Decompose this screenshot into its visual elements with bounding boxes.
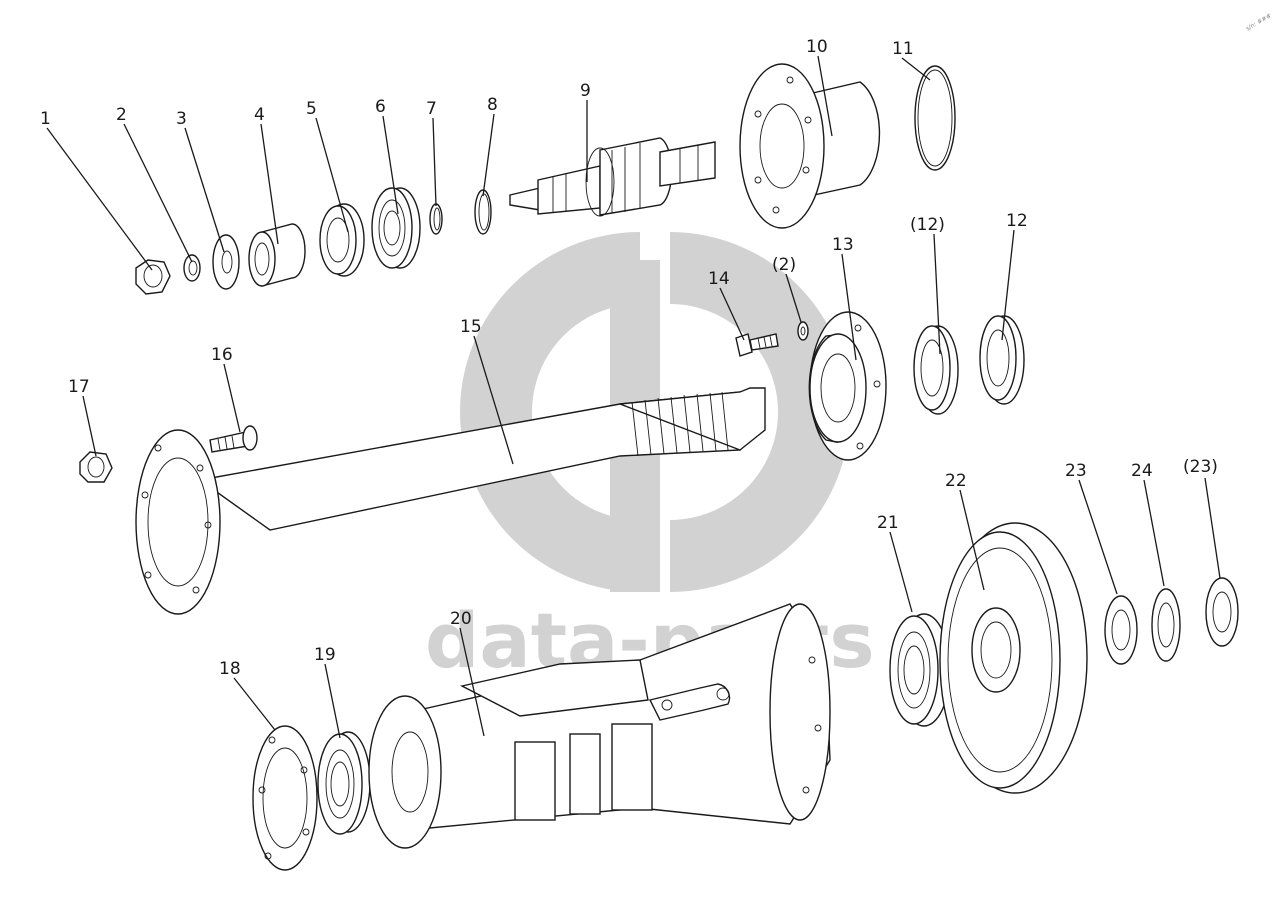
callout-21: 21 <box>877 513 899 533</box>
part-7-ring <box>429 203 443 235</box>
part-20-axle-housing <box>368 603 831 849</box>
part-9-splined-shaft <box>509 137 716 217</box>
part-18-gasket <box>252 725 318 871</box>
part-8-snap-ring <box>474 189 492 235</box>
callout-20: 20 <box>450 609 472 629</box>
part-13-bearing-housing <box>808 311 887 461</box>
callout-16: 16 <box>211 345 233 365</box>
part-21-bearing <box>889 613 951 727</box>
part-4-spacer <box>248 223 306 287</box>
callout-18: 18 <box>219 659 241 679</box>
callout-3: 3 <box>176 109 187 129</box>
callout-8: 8 <box>487 95 498 115</box>
callout-2-alt: (2) <box>772 255 796 275</box>
corner-mark: s/n: ### <box>1245 12 1273 32</box>
part-5-bearing-ring <box>319 203 365 277</box>
callout-9: 9 <box>580 81 591 101</box>
part-14-bolt <box>735 333 779 357</box>
part-3-washer <box>212 234 240 290</box>
part-10-flange-housing <box>739 63 881 229</box>
part-11-o-ring <box>914 65 956 171</box>
callout-6: 6 <box>375 97 386 117</box>
part-23-nut-alt <box>1205 577 1239 647</box>
callout-2: 2 <box>116 105 127 125</box>
part-12-seal <box>979 315 1025 405</box>
part-16-stud <box>209 425 258 453</box>
leader-lines <box>46 55 1221 739</box>
callout-1: 1 <box>40 109 51 129</box>
callout-7: 7 <box>426 99 437 119</box>
callout-13: 13 <box>832 235 854 255</box>
part-24-lock-washer <box>1151 588 1181 662</box>
callout-17: 17 <box>68 377 90 397</box>
callout-10: 10 <box>806 37 828 57</box>
callout-12-alt: (12) <box>910 215 945 235</box>
callout-12: 12 <box>1006 211 1028 231</box>
part-22-gear <box>939 522 1088 794</box>
callout-22: 22 <box>945 471 967 491</box>
callout-11: 11 <box>892 39 914 59</box>
callout-4: 4 <box>254 105 265 125</box>
part-17-nut <box>79 451 113 483</box>
callout-23: 23 <box>1065 461 1087 481</box>
callout-14: 14 <box>708 269 730 289</box>
callout-15: 15 <box>460 317 482 337</box>
part-19-bearing <box>317 731 371 835</box>
part-12-seal-alt <box>913 325 959 415</box>
part-1-nut <box>135 259 171 295</box>
part-15-axle-shaft <box>135 387 766 615</box>
callout-23-alt: (23) <box>1183 457 1218 477</box>
part-6-bearing <box>371 187 421 269</box>
callouts: 1 2 3 4 5 6 7 8 9 10 11 (12) 12 13 (2) 1… <box>40 37 1218 679</box>
callout-5: 5 <box>306 99 317 119</box>
callout-19: 19 <box>314 645 336 665</box>
part-2-washer-alt <box>797 321 809 341</box>
part-23-nut <box>1104 595 1138 665</box>
part-2-washer <box>183 254 201 282</box>
axle-splines <box>631 391 729 457</box>
callout-24: 24 <box>1131 461 1153 481</box>
